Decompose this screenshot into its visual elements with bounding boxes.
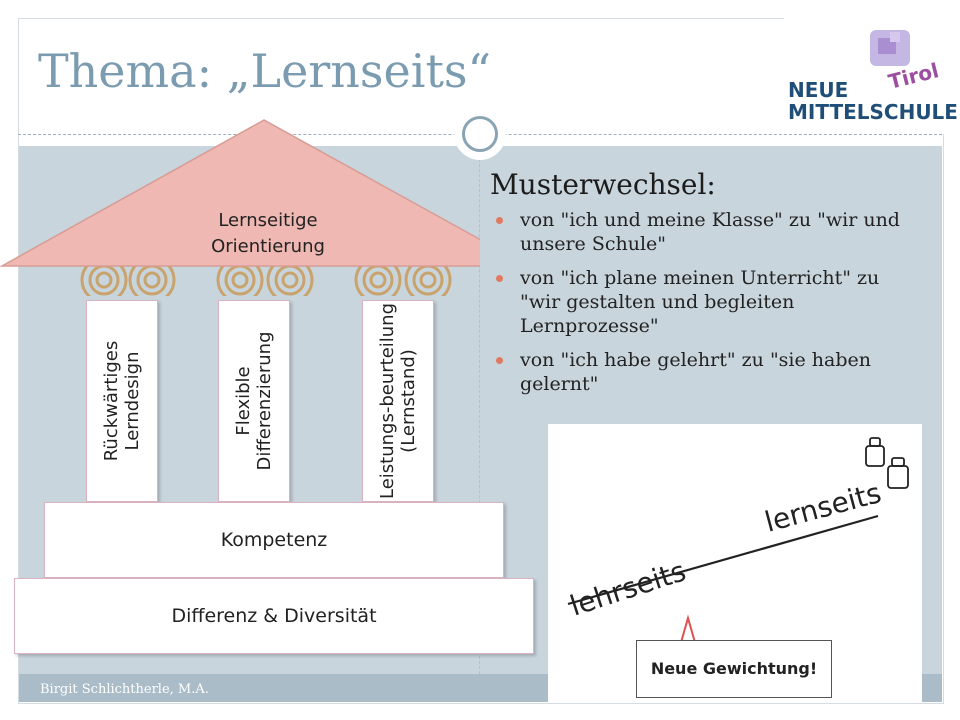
bullet-text-2: von "ich plane meinen Unterricht" zu "wi…	[520, 267, 880, 337]
logo-line1: NEUE	[788, 78, 849, 102]
seesaw-drawing: lehrseits lernseits	[566, 437, 909, 647]
weights-icon	[865, 437, 909, 489]
lehrseits-text: lehrseits	[566, 554, 690, 622]
ring-icon	[462, 116, 498, 152]
roof-label: Lernseitige Orientierung	[211, 210, 325, 257]
circle-ornament	[454, 108, 506, 160]
bullet-dot-icon	[496, 357, 503, 364]
pillar-3: Leistungs-beurteilung (Lernstand)	[362, 300, 434, 502]
pillar-1: Rückwärtiges Lerndesign	[86, 300, 158, 502]
column-divider	[479, 134, 480, 674]
footer-author: Birgit Schlichtherle, M.A.	[40, 682, 209, 697]
bullet-list: von "ich und meine Klasse" zu "wir und u…	[492, 208, 912, 406]
seesaw-beam	[567, 514, 879, 606]
lernseits-text: lernseits	[761, 476, 884, 539]
list-item: von "ich plane meinen Unterricht" zu "wi…	[492, 266, 912, 338]
puzzle-icon	[870, 30, 910, 66]
pillar-2: Flexible Differenzierung	[218, 300, 290, 502]
pillar-1-label: Rückwärtiges Lerndesign	[101, 340, 143, 462]
roof-triangle	[0, 119, 480, 267]
school-logo: NEUE MITTELSCHULE Tirol	[784, 16, 958, 134]
logo-line2: MITTELSCHULE	[788, 100, 958, 124]
slide-title: Thema: „Lernseits“	[38, 44, 492, 98]
bullet-dot-icon	[496, 217, 503, 224]
slide-frame	[18, 18, 944, 704]
seesaw-sketch: lehrseits lernseits Neue Gewichtung!	[548, 424, 922, 702]
list-item: von "ich habe gelehrt" zu "sie haben gel…	[492, 348, 912, 396]
temple-roof	[0, 119, 480, 296]
caption-box: Neue Gewichtung!	[636, 640, 832, 698]
pillar-2-label: Flexible Differenzierung	[233, 331, 275, 471]
right-heading: Musterwechsel:	[490, 168, 716, 201]
pillar-3-label: Leistungs-beurteilung (Lernstand)	[377, 302, 419, 500]
base-kompetenz: Kompetenz	[44, 502, 504, 578]
base-differenz: Differenz & Diversität	[14, 578, 534, 654]
bullet-text-3: von "ich habe gelehrt" zu "sie haben gel…	[520, 349, 871, 395]
bullet-text-1: von "ich und meine Klasse" zu "wir und u…	[520, 209, 900, 255]
list-item: von "ich und meine Klasse" zu "wir und u…	[492, 208, 912, 256]
bullet-dot-icon	[496, 275, 503, 282]
